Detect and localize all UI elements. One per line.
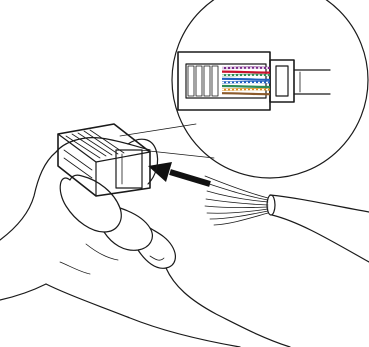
loose-wire-strands [205, 176, 268, 225]
colored-wire-pairs [222, 68, 270, 95]
wire-pair-3-solid [222, 86, 270, 87]
hand-icon [0, 138, 290, 347]
rj45-plug-magnified [178, 52, 330, 110]
wire-pair-4-solid [222, 93, 270, 94]
wire-pair-2-solid [222, 79, 270, 80]
ethernet-cable [267, 195, 369, 262]
rj45-plug-icon [58, 124, 150, 196]
wire-pair-1-solid [222, 72, 270, 73]
contact-pins [188, 66, 218, 96]
